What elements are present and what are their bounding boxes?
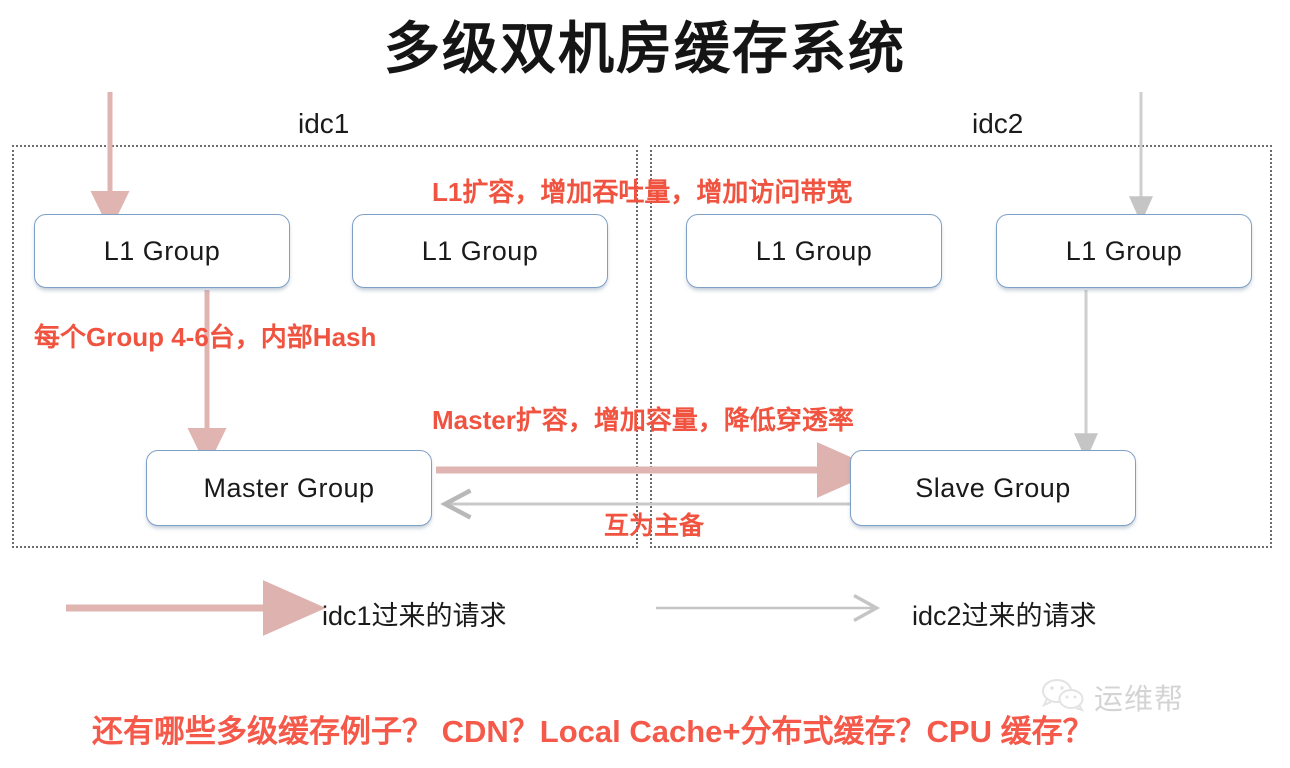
watermark: 运维帮 xyxy=(1041,676,1185,718)
node-label: L1 Group xyxy=(103,235,221,266)
node-label: Master Group xyxy=(203,472,375,503)
zone-container-idc1 xyxy=(12,145,638,548)
node-l1-group-2[interactable]: L1 Group xyxy=(352,214,608,288)
legend-label-idc1-request: idc1过来的请求 xyxy=(322,601,507,631)
wechat-icon xyxy=(1041,678,1086,717)
legend-label-idc2-request: idc2过来的请求 xyxy=(912,601,1097,631)
node-label: L1 Group xyxy=(1065,235,1183,266)
node-label: Slave Group xyxy=(915,472,1071,503)
zone-container-idc2 xyxy=(650,145,1272,548)
zone-label-idc2: idc2 xyxy=(972,108,1024,139)
node-l1-group-1[interactable]: L1 Group xyxy=(34,214,290,288)
annotation-mutual-backup: 互为主备 xyxy=(604,512,705,540)
bottom-question-text: 还有哪些多级缓存例子？ CDN？Local Cache+分布式缓存？CPU 缓存… xyxy=(92,714,1094,749)
node-slave-group[interactable]: Slave Group xyxy=(850,450,1136,526)
page-title: 多级双机房缓存系统 xyxy=(384,16,906,82)
annotation-master-scale: Master扩容，增加容量，降低穿透率 xyxy=(432,405,854,435)
node-label: L1 Group xyxy=(421,235,539,266)
node-l1-group-3[interactable]: L1 Group xyxy=(686,214,942,288)
node-label: L1 Group xyxy=(755,235,873,266)
zone-label-idc1: idc1 xyxy=(298,108,350,139)
annotation-group-size: 每个Group 4-6台，内部Hash xyxy=(34,322,377,352)
node-master-group[interactable]: Master Group xyxy=(146,450,432,526)
watermark-text: 运维帮 xyxy=(1094,684,1185,716)
annotation-l1-scale: L1扩容，增加吞吐量，增加访问带宽 xyxy=(432,177,853,207)
node-l1-group-4[interactable]: L1 Group xyxy=(996,214,1252,288)
